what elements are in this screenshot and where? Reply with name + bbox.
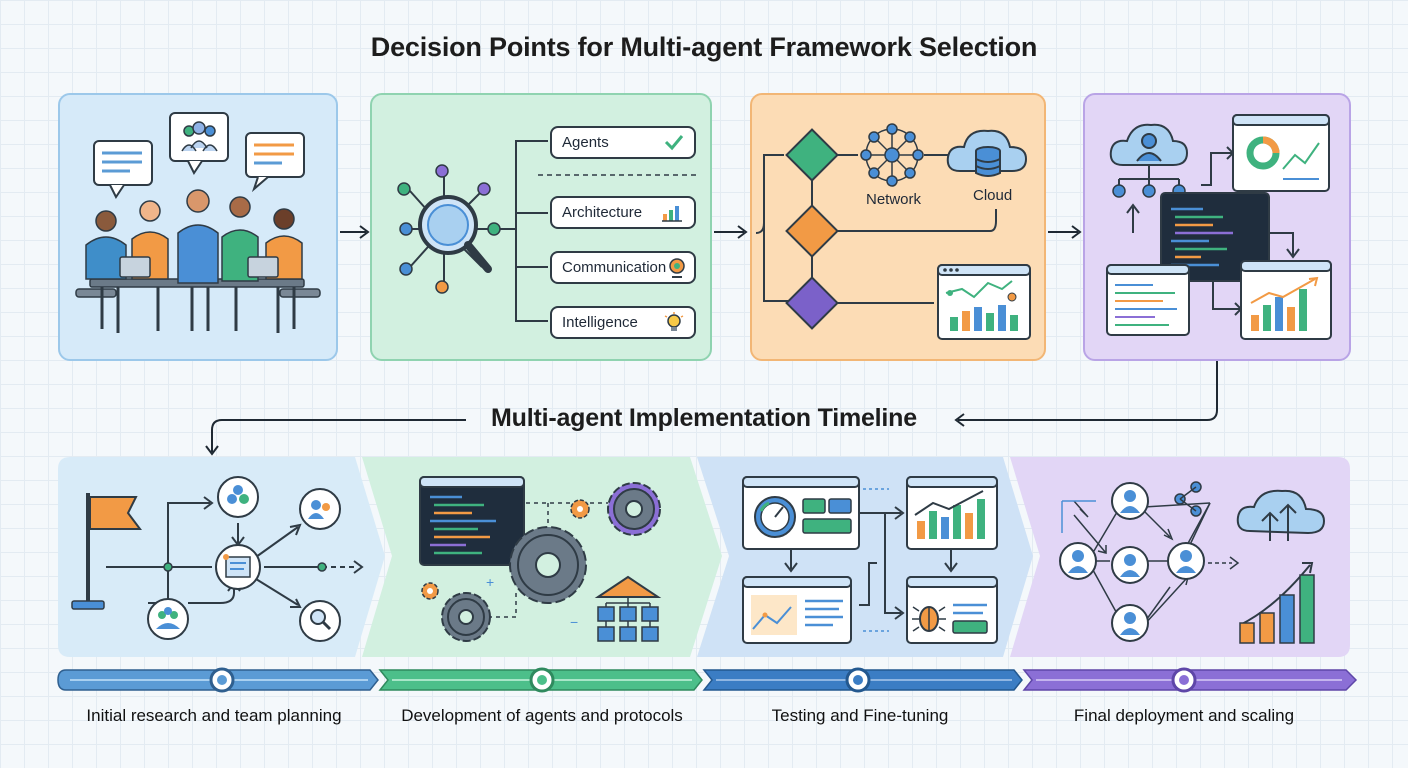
phase-label-testing: Testing and Fine-tuning xyxy=(771,706,949,725)
cloud-label: Cloud xyxy=(973,187,1013,204)
trend-chart-window xyxy=(906,476,998,550)
criterion-communication: Communication xyxy=(550,251,696,284)
flow-arrow xyxy=(714,225,748,239)
bug-icon xyxy=(912,606,946,632)
criterion-intelligence: Intelligence xyxy=(550,306,696,339)
flow-arrow xyxy=(340,225,370,239)
phase3-illustration xyxy=(742,476,998,644)
speech-bubble-icon xyxy=(93,140,153,199)
gear-icon xyxy=(607,482,661,536)
phase2-illustration: + − xyxy=(419,476,662,642)
milestone-marker xyxy=(529,667,555,693)
group-chat-icon xyxy=(169,112,229,175)
gear-icon xyxy=(421,582,439,600)
magnifier-hub xyxy=(397,140,696,322)
document-window xyxy=(1106,264,1190,336)
phase1-illustration xyxy=(71,476,364,642)
svg-text:+: + xyxy=(486,574,494,590)
line-chart-window xyxy=(742,576,852,644)
phase-label-research: Initial research and team planning xyxy=(86,706,342,725)
network-label: Network xyxy=(866,191,922,208)
magnifier-icon xyxy=(418,195,492,273)
gauge-window xyxy=(742,476,860,550)
phase4-illustration xyxy=(1059,481,1326,644)
milestone-marker xyxy=(1171,667,1197,693)
criterion-label: Intelligence xyxy=(562,314,638,331)
criterion-agents: Agents xyxy=(550,126,696,159)
speech-bubble-icon xyxy=(245,132,305,193)
decision-flow-diagram xyxy=(755,123,1031,340)
criterion-label: Agents xyxy=(562,134,609,151)
milestone-marker xyxy=(845,667,871,693)
phase-label-deployment: Final deployment and scaling xyxy=(1073,706,1295,725)
dashboard-window-icon xyxy=(937,264,1031,340)
criterion-label: Architecture xyxy=(562,204,643,221)
criterion-label: Communication xyxy=(562,259,667,276)
gear-icon xyxy=(441,592,491,642)
gear-icon xyxy=(509,526,587,604)
group-icon xyxy=(156,607,180,629)
share-icon xyxy=(1174,481,1202,517)
donut-chart-window xyxy=(1232,114,1330,192)
bug-report-window xyxy=(906,576,998,644)
network-icon xyxy=(860,123,924,187)
cloud-database-icon xyxy=(946,129,1028,177)
team-illustration xyxy=(75,112,321,333)
search-icon xyxy=(310,609,332,631)
decision-diamond xyxy=(785,276,839,330)
phase-label-development: Development of agents and protocols xyxy=(401,706,683,725)
checkmark-icon xyxy=(664,135,684,151)
lightbulb-icon xyxy=(664,312,684,331)
cloud-upload-icon xyxy=(1236,489,1326,541)
document-icon xyxy=(223,554,251,578)
svg-text:−: − xyxy=(570,614,578,630)
timeline-title: Multi-agent Implementation Timeline xyxy=(491,404,917,432)
users-icon xyxy=(308,500,330,519)
milestone-marker xyxy=(209,667,235,693)
code-editor-window xyxy=(1160,192,1270,282)
criterion-architecture: Architecture xyxy=(550,196,696,229)
decision-diamond xyxy=(785,204,839,258)
dashboard-collage xyxy=(1106,114,1332,340)
hierarchy-icon xyxy=(594,575,662,642)
growth-bar-chart xyxy=(1239,574,1315,644)
flow-arrow xyxy=(1048,225,1082,239)
decision-diamond xyxy=(785,128,839,182)
webcam-icon xyxy=(669,258,685,278)
code-editor-window xyxy=(419,476,525,566)
team-icon xyxy=(227,485,249,504)
page-title: Decision Points for Multi-agent Framewor… xyxy=(370,32,1038,62)
bar-chart-window xyxy=(1240,260,1332,340)
flag-icon xyxy=(71,493,142,610)
gear-icon xyxy=(570,499,590,519)
bar-chart-icon xyxy=(662,206,682,222)
cloud-user-icon xyxy=(1109,123,1189,166)
